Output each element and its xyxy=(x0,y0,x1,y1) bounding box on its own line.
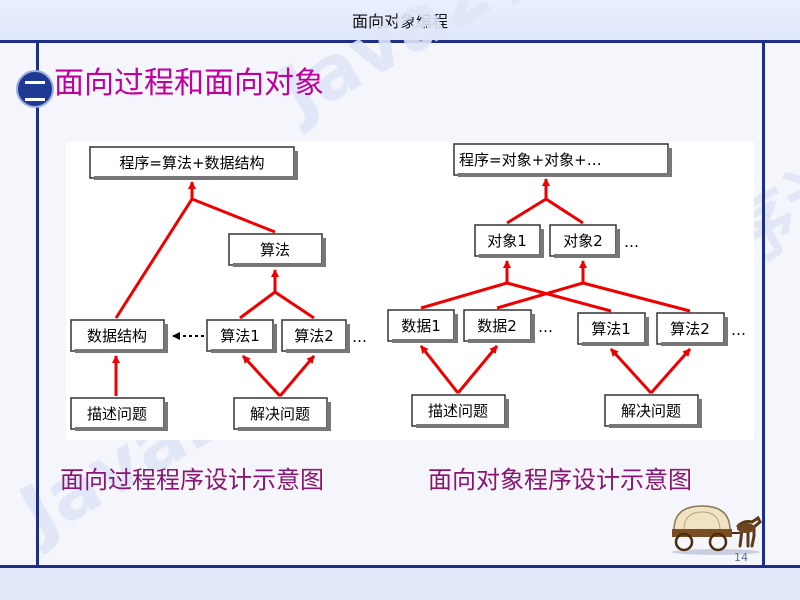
left-solve-box: 解决问题 xyxy=(233,397,331,431)
data-structure-label: 数据结构 xyxy=(87,327,147,345)
arrow-solve-to-algo2 xyxy=(278,355,316,397)
left-frame-line xyxy=(36,43,39,565)
left-algo2-box: 算法2 xyxy=(281,319,350,353)
data1-box: 数据1 xyxy=(387,309,458,343)
school-logo-icon xyxy=(16,70,54,108)
arrow-algo1-to-object1 xyxy=(506,281,612,313)
data-ellipsis: … xyxy=(538,318,553,336)
left-arrows xyxy=(112,181,316,398)
left-ellipsis: … xyxy=(352,328,367,346)
algorithm-box: 算法 xyxy=(228,233,326,267)
arrow-algo1-up xyxy=(239,290,276,320)
data1-label: 数据1 xyxy=(401,317,441,335)
object1-label: 对象1 xyxy=(487,232,527,250)
bottom-strip xyxy=(0,568,800,600)
right-describe-label: 描述问题 xyxy=(428,402,488,420)
diagram-panel: 程序=算法+数据结构 算法 数据结构 算法1 算法2 … 描述问题 xyxy=(66,142,754,440)
arrow-algo2-up xyxy=(274,290,315,320)
right-algo2-box: 算法2 xyxy=(656,312,728,346)
arrow-describe-to-data2 xyxy=(456,345,499,394)
right-algo2-label: 算法2 xyxy=(670,320,710,338)
left-algo2-label: 算法2 xyxy=(294,327,334,345)
object-oriented-diagram: 程序=对象+对象+… 对象1 对象2 … 数据1 数据2 … 算法1 xyxy=(387,143,746,428)
arrow-solve-to-algo2 xyxy=(649,348,692,394)
right-algo1-box: 算法1 xyxy=(577,312,649,346)
right-formula: 程序=对象+对象+… xyxy=(459,151,602,169)
object1-box: 对象1 xyxy=(474,224,544,258)
right-frame-line xyxy=(762,43,765,565)
arrow-algo2-to-object2 xyxy=(582,281,691,313)
caption-object-oriented: 面向对象程序设计示意图 xyxy=(428,466,692,494)
data-structure-box: 数据结构 xyxy=(70,319,168,353)
arrow-data2-to-object2 xyxy=(496,281,584,310)
arrow-solve-to-algo1 xyxy=(609,347,653,395)
bottom-frame-line xyxy=(0,565,800,568)
page-number: 14 xyxy=(734,551,748,564)
object2-box: 对象2 xyxy=(549,224,620,258)
right-formula-box: 程序=对象+对象+… xyxy=(453,143,672,177)
covered-wagon-icon xyxy=(672,505,762,555)
procedural-diagram: 程序=算法+数据结构 算法 数据结构 算法1 算法2 … 描述问题 xyxy=(70,146,367,431)
data2-label: 数据2 xyxy=(477,317,517,335)
left-formula-box: 程序=算法+数据结构 xyxy=(89,146,298,180)
caption-procedural: 面向过程程序设计示意图 xyxy=(60,466,324,494)
watermark-text-1: Java2程序设计 xyxy=(262,0,762,138)
left-describe-box: 描述问题 xyxy=(70,397,168,431)
arrow-solve-to-algo1 xyxy=(241,354,282,398)
arrow-describe-to-data1 xyxy=(419,345,460,394)
left-describe-label: 描述问题 xyxy=(87,405,147,423)
arrow-ds-to-merge xyxy=(114,198,194,319)
object2-label: 对象2 xyxy=(563,232,603,250)
right-solve-label: 解决问题 xyxy=(621,402,681,420)
arrow-object2-to-merge xyxy=(545,197,584,225)
right-algo1-label: 算法1 xyxy=(591,320,631,338)
right-describe-box: 描述问题 xyxy=(411,394,509,428)
slide-title: 面向过程和面向对象 xyxy=(54,66,324,101)
left-algo1-label: 算法1 xyxy=(220,327,260,345)
arrow-object1-to-merge xyxy=(506,197,547,225)
algorithm-label: 算法 xyxy=(260,241,290,259)
header-bar: 面向对象编程 xyxy=(0,0,800,43)
left-algo1-box: 算法1 xyxy=(206,319,277,353)
data2-box: 数据2 xyxy=(463,309,535,343)
right-solve-box: 解决问题 xyxy=(604,394,702,428)
header-title: 面向对象编程 xyxy=(351,12,448,31)
left-solve-label: 解决问题 xyxy=(250,405,310,423)
object-ellipsis: … xyxy=(624,233,639,251)
algo-ellipsis: … xyxy=(731,321,746,339)
arrow-data1-to-object1 xyxy=(420,281,508,310)
right-arrows xyxy=(419,178,692,395)
arrow-algo-to-merge xyxy=(191,197,276,234)
left-formula: 程序=算法+数据结构 xyxy=(119,154,264,172)
